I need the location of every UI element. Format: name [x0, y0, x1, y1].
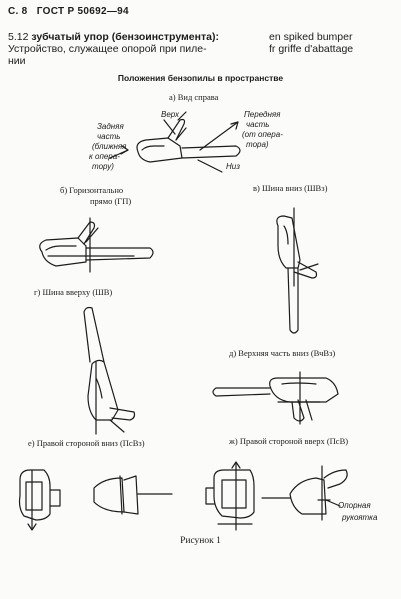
caption-view-e: е) Правой стороной вниз (ПсВз) [28, 438, 145, 448]
figure-title: Положения бензопилы в пространстве [117, 73, 284, 83]
page-number: С. 8 [8, 6, 28, 17]
label-handle-1: Опорная [338, 501, 371, 510]
french-equivalent: fr griffe d'abattage [269, 43, 354, 55]
chainsaw-view-b [39, 217, 154, 273]
label-bottom: Низ [226, 162, 240, 171]
caption-view-g: г) Шина вверху (ШВ) [34, 287, 113, 297]
standard-number: ГОСТ Р 50692—94 [36, 6, 129, 17]
caption-view-d: д) Верхняя часть вниз (ВчВз) [229, 348, 336, 358]
label-rear-4: к опера- [89, 152, 120, 161]
chainsaw-view-d [212, 371, 339, 425]
label-handle-2: рукоятка [342, 513, 378, 522]
figure-caption: Рисунок 1 [180, 536, 221, 546]
chainsaw-view-v [276, 207, 319, 334]
chainsaw-view-g [83, 306, 136, 435]
label-top: Верх [161, 110, 179, 119]
label-front-1: Передняя [244, 110, 281, 119]
chainsaw-view-a [109, 111, 241, 173]
label-rear-3: (ближняя [92, 142, 127, 151]
term-number: 5.12 [8, 31, 29, 43]
page-header: С. 8 ГОСТ Р 50692—94 [8, 6, 129, 17]
label-front-3: (от опера- [242, 130, 283, 139]
label-front-2: часть [246, 120, 270, 129]
caption-view-v: в) Шина вниз (ШВз) [253, 183, 328, 193]
english-equivalent: en spiked bumper [269, 31, 353, 43]
term-name: зубчатый упор (бензоинструмента): [31, 31, 219, 43]
caption-view-zh: ж) Правой стороной вверх (ПсВ) [229, 436, 349, 446]
chainsaw-view-zh [205, 461, 255, 531]
chainsaw-view-zh2 [261, 465, 348, 521]
caption-view-b-2: прямо (ГП) [90, 196, 132, 206]
definition-line-1: Устройство, служащее опорой при пиле- [8, 43, 207, 55]
definition-line-2: нии [8, 55, 26, 67]
label-front-4: тора) [246, 140, 269, 149]
caption-view-b-1: б) Горизонтально [60, 185, 124, 195]
caption-view-a: а) Вид справа [169, 92, 219, 102]
term-line: 5.12 зубчатый упор (бензоинструмента): [8, 31, 219, 43]
label-rear-1: Задняя [97, 122, 124, 131]
label-rear-5: тору) [92, 162, 114, 171]
chainsaw-view-e [18, 469, 61, 531]
chainsaw-view-e2 [93, 475, 173, 515]
label-rear-2: часть [97, 132, 121, 141]
